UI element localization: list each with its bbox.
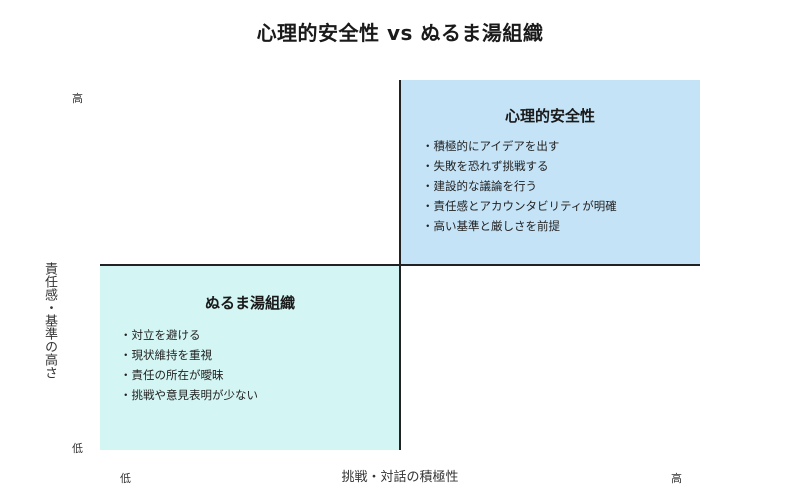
quadrant-heading: ぬるま湯組織 — [204, 294, 295, 312]
x-axis-high-label: 高 — [671, 472, 682, 485]
y-axis-high-label: 高 — [72, 92, 83, 105]
list-item: 積極的にアイデアを出す — [422, 136, 617, 156]
list-item: 現状維持を重視 — [120, 345, 258, 365]
list-item: 高い基準と厳しさを前提 — [422, 216, 617, 236]
list-item: 建設的な議論を行う — [422, 176, 617, 196]
list-item: 失敗を恐れず挑戦する — [422, 156, 617, 176]
x-axis-title: 挑戦・対話の積極性 — [341, 470, 459, 485]
quadrant-item-list: 積極的にアイデアを出す 失敗を恐れず挑戦する 建設的な議論を行う 責任感とアカウ… — [422, 136, 617, 236]
quadrant-psychological-safety: 心理的安全性 積極的にアイデアを出す 失敗を恐れず挑戦する 建設的な議論を行う … — [400, 80, 700, 265]
list-item: 責任の所在が曖昧 — [120, 365, 258, 385]
diagram-title: 心理的安全性 vs ぬるま湯組織 — [256, 21, 544, 45]
list-item: 責任感とアカウンタビリティが明確 — [422, 196, 617, 216]
quadrant-item-list: 対立を避ける 現状維持を重視 責任の所在が曖昧 挑戦や意見表明が少ない — [120, 325, 259, 405]
list-item: 対立を避ける — [120, 325, 258, 345]
list-item: 挑戦や意見表明が少ない — [120, 385, 259, 405]
y-axis-title: 責任感・基準の高さ — [42, 262, 57, 379]
y-axis-low-label: 低 — [72, 442, 83, 455]
quadrant-lukewarm: ぬるま湯組織 対立を避ける 現状維持を重視 責任の所在が曖昧 挑戦や意見表明が少… — [100, 265, 400, 450]
horizontal-axis-line — [100, 264, 700, 266]
quadrant-heading: 心理的安全性 — [504, 107, 595, 125]
x-axis-low-label: 低 — [120, 472, 131, 485]
